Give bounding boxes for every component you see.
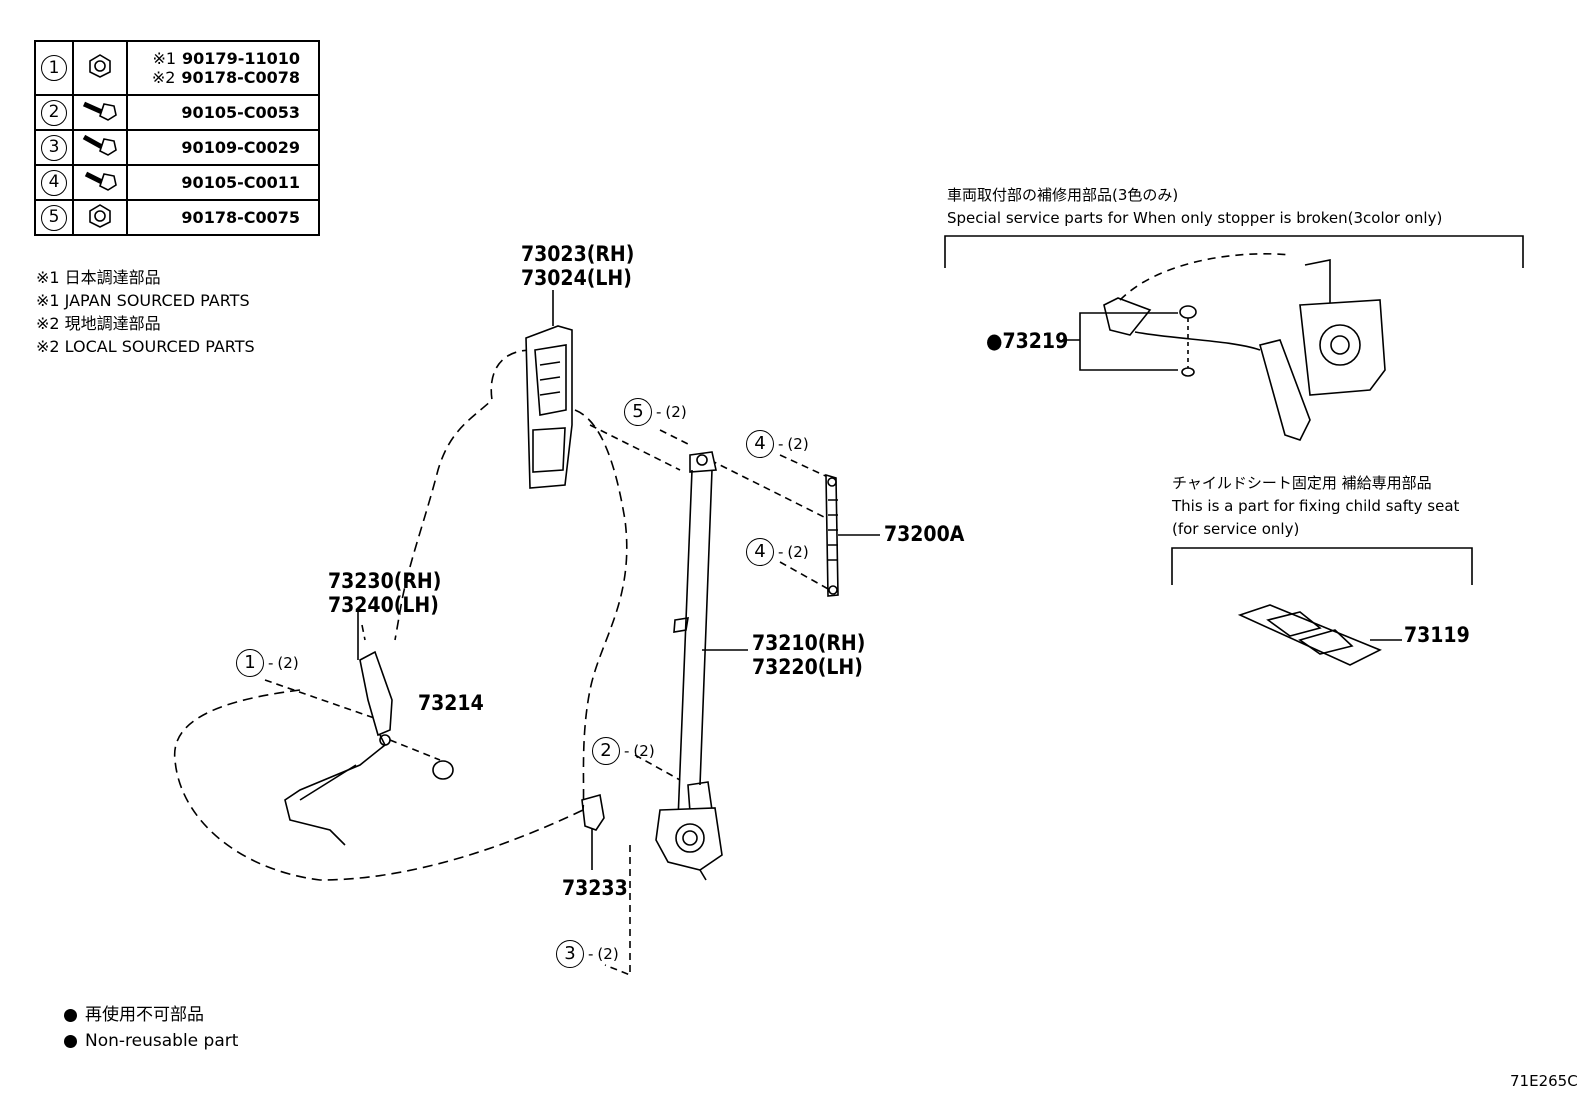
part-label: 73230(RH): [328, 569, 442, 593]
label-73219[interactable]: ●73219: [986, 329, 1069, 353]
callout-fastener-1[interactable]: 1-(2): [236, 649, 299, 677]
quantity-label: (2): [277, 654, 299, 672]
diagram-code: 71E265C: [1510, 1072, 1578, 1090]
index-badge: 5: [624, 398, 652, 426]
callout-fastener-2[interactable]: 2-(2): [592, 737, 655, 765]
label-73230-73240[interactable]: 73230(RH) 73240(LH): [328, 569, 441, 617]
callout-fastener-4-lower[interactable]: 4-(2): [746, 538, 809, 566]
part-label: 73023(RH): [521, 242, 635, 266]
part-label: 73210(RH): [752, 631, 866, 655]
fastener-table: 1 ※1 90179-11010 ※2 90178-C0078 2 90105-C0…: [34, 40, 320, 236]
cover-drawing: [432, 760, 454, 780]
part-number: 90179-11010: [182, 49, 300, 68]
quantity-label: (2): [787, 435, 809, 453]
source-notes: ※1 日本調達部品 ※1 JAPAN SOURCED PARTS ※2 現地調達…: [36, 266, 255, 358]
heading-en: This is a part for fixing child safty se…: [1172, 497, 1460, 515]
child-seat-heading: チャイルドシート固定用 補給専用部品 This is a part for fi…: [1172, 472, 1459, 541]
heading-en: Special service parts for When only stop…: [947, 209, 1443, 227]
seat-belt-assembly-drawing: [655, 451, 723, 881]
index-badge: 1: [236, 649, 264, 677]
index-badge: 3: [41, 134, 67, 161]
label-73214[interactable]: 73214: [418, 691, 484, 715]
label-73233[interactable]: 73233: [562, 876, 628, 900]
fastener-row-5: 5 90178-C0075: [34, 199, 320, 236]
index-badge: 5: [41, 204, 67, 231]
part-number: 90105-C0053: [181, 103, 300, 122]
bolt-icon: [82, 134, 117, 156]
bracket-drawing: [581, 793, 605, 831]
quantity-label: (2): [633, 742, 655, 760]
index-badge: 1: [41, 55, 67, 81]
legend: 再使用不可部品 Non-reusable part: [64, 1002, 238, 1054]
fastener-row-1: 1 ※1 90179-11010 ※2 90178-C0078: [34, 40, 320, 96]
callout-fastener-4-upper[interactable]: 4-(2): [746, 430, 809, 458]
index-badge: 4: [746, 538, 774, 566]
bullet-icon: [64, 1008, 77, 1022]
part-label: 73240(LH): [328, 593, 439, 617]
source-note: ※2 現地調達部品: [36, 314, 161, 333]
heading-jp: チャイルドシート固定用 補給専用部品: [1172, 474, 1432, 492]
bolt-icon: [84, 171, 117, 191]
nut-icon: [89, 54, 111, 78]
part-number: 90178-C0078: [181, 68, 300, 87]
source-note: ※1 日本調達部品: [36, 268, 161, 287]
bullet-icon: [64, 1034, 77, 1048]
part-number: 90178-C0075: [181, 208, 300, 227]
bolt-icon: [82, 101, 117, 121]
legend-jp: 再使用不可部品: [85, 1005, 204, 1025]
index-badge: 2: [592, 737, 620, 765]
label-73023-73024[interactable]: 73023(RH) 73024(LH): [521, 242, 634, 290]
heading-en-2: (for service only): [1172, 520, 1300, 538]
source-mark: ※1: [152, 49, 177, 68]
label-73200A[interactable]: 73200A: [884, 522, 965, 546]
nut-icon: [89, 203, 111, 228]
quantity-label: (2): [665, 403, 687, 421]
legend-en: Non-reusable part: [85, 1031, 239, 1051]
index-badge: 4: [746, 430, 774, 458]
index-badge: 2: [41, 99, 67, 126]
index-badge: 3: [556, 940, 584, 968]
quantity-label: (2): [597, 945, 619, 963]
buckle-drawing: [284, 650, 393, 846]
child-seat-anchor-drawing: [1237, 604, 1382, 666]
part-number: 90109-C0029: [181, 138, 300, 157]
fastener-row-2: 2 90105-C0053: [34, 94, 320, 131]
source-note: ※2 LOCAL SOURCED PARTS: [36, 337, 255, 356]
label-73210-73220[interactable]: 73210(RH) 73220(LH): [752, 631, 865, 679]
label-73119[interactable]: 73119: [1404, 623, 1470, 647]
heading-jp: 車両取付部の補修用部品(3色のみ): [947, 186, 1179, 204]
part-label: 73024(LH): [521, 266, 632, 290]
callout-fastener-5[interactable]: 5-(2): [624, 398, 687, 426]
source-note: ※1 JAPAN SOURCED PARTS: [36, 291, 250, 310]
seat-back-outline: [394, 349, 628, 811]
fastener-row-4: 4 90105-C0011: [34, 164, 320, 201]
shoulder-anchor-adjuster-drawing: [825, 473, 839, 597]
part-number: 90105-C0011: [181, 173, 300, 192]
quantity-label: (2): [787, 543, 809, 561]
seat-cushion-outline: [173, 689, 584, 881]
part-label: 73220(LH): [752, 655, 863, 679]
special-service-heading: 車両取付部の補修用部品(3色のみ) Special service parts …: [947, 184, 1442, 230]
stopper-assembly-drawing: [1103, 253, 1386, 441]
callout-fastener-3[interactable]: 3-(2): [556, 940, 619, 968]
pillar-garnish-drawing: [525, 325, 573, 489]
fastener-row-3: 3 90109-C0029: [34, 129, 320, 166]
index-badge: 4: [41, 169, 67, 196]
source-mark: ※2: [151, 68, 176, 87]
